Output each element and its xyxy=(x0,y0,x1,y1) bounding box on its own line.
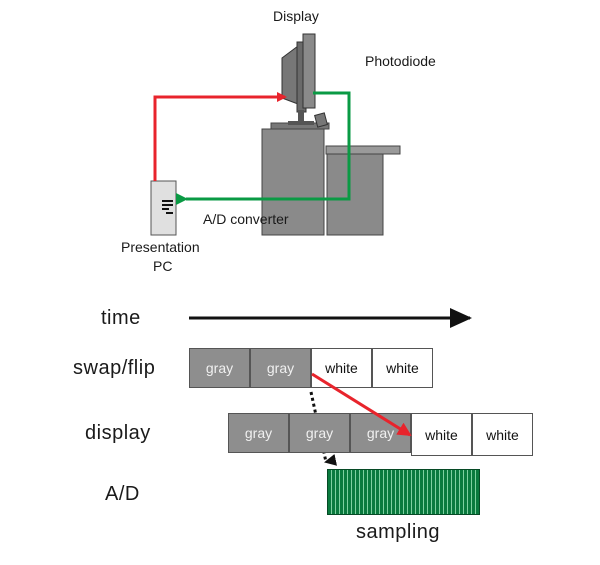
desk xyxy=(261,122,401,236)
swap-cell: gray xyxy=(250,348,311,388)
display-cell: white xyxy=(472,413,533,456)
display-cell: gray xyxy=(289,413,350,453)
green-signal-arrow xyxy=(176,91,351,205)
pc-label: PC xyxy=(153,258,173,274)
ad-converter-label: A/D converter xyxy=(203,211,289,227)
display-cell: white xyxy=(411,413,472,456)
swap-flip-label: swap/flip xyxy=(73,357,156,379)
sampling-label: sampling xyxy=(356,521,441,543)
sampling-block xyxy=(327,469,480,515)
photodiode-label: Photodiode xyxy=(365,53,436,69)
photodiode-sensor-icon xyxy=(314,112,328,128)
swap-cell: white xyxy=(372,348,433,388)
display-row-label: display xyxy=(85,422,151,444)
display-cell: gray xyxy=(350,413,411,453)
presentation-pc-icon xyxy=(150,180,177,236)
swap-cell: gray xyxy=(189,348,250,388)
ad-row-label: A/D xyxy=(105,483,140,505)
time-label: time xyxy=(101,307,141,329)
presentation-label: Presentation xyxy=(121,239,200,255)
red-signal-arrow xyxy=(153,92,287,181)
display-cell: gray xyxy=(228,413,289,453)
swap-cell: white xyxy=(311,348,372,388)
display-label: Display xyxy=(273,8,319,24)
monitor-icon xyxy=(281,33,316,125)
